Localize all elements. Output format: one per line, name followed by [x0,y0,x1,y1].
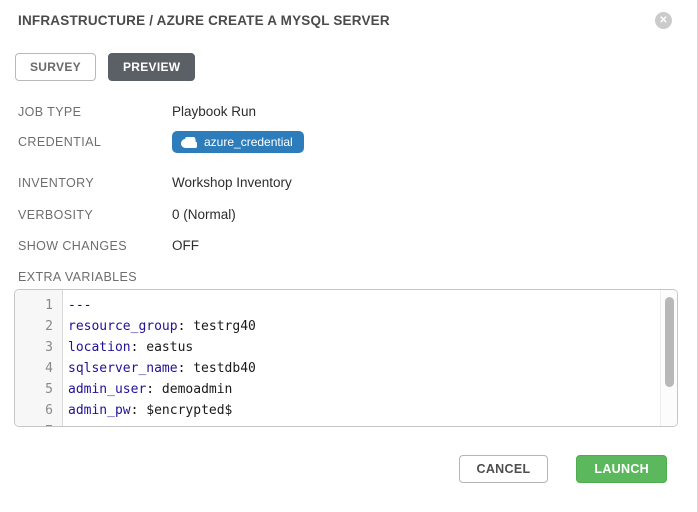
inventory-value: Workshop Inventory [172,175,292,190]
detail-row-credential: CREDENTIAL azure_credential [18,131,304,153]
extra-variables-label: EXTRA VARIABLES [18,270,138,284]
detail-row-inventory: INVENTORY Workshop Inventory [18,175,292,190]
code-line: 6 admin_pw: $encrypted$ [15,400,661,421]
code-line: 2 resource_group: testrg40 [15,316,661,337]
line-number: 5 [45,382,53,397]
detail-row-verbosity: VERBOSITY 0 (Normal) [18,207,236,222]
launch-button[interactable]: LAUNCH [576,455,667,483]
tab-survey[interactable]: SURVEY [15,53,96,81]
modal-footer: CANCEL LAUNCH [458,455,667,483]
show-changes-label: SHOW CHANGES [18,238,127,253]
credential-badge[interactable]: azure_credential [172,131,304,153]
verbosity-value: 0 (Normal) [172,207,236,222]
detail-row-job-type: JOB TYPE Playbook Run [18,104,256,119]
credential-badge-label: azure_credential [204,135,293,149]
editor-scrollbar-track[interactable] [660,290,677,426]
modal-title: INFRASTRUCTURE / AZURE CREATE A MYSQL SE… [18,13,390,28]
code-line: 7 [15,421,661,426]
line-number: 4 [45,361,53,376]
code-line: 5 admin_user: demoadmin [15,379,661,400]
tab-bar: SURVEY PREVIEW [15,53,196,81]
line-number: 2 [45,319,53,334]
job-type-label: JOB TYPE [18,104,82,119]
tab-preview[interactable]: PREVIEW [107,53,196,81]
code-line: 4 sqlserver_name: testdb40 [15,358,661,379]
credential-label: CREDENTIAL [18,135,102,149]
verbosity-label: VERBOSITY [18,207,94,222]
editor-scrollbar-thumb[interactable] [665,297,674,387]
extra-variables-editor[interactable]: 1 --- 2 resource_group: testrg40 3 locat… [14,289,678,427]
line-number: 6 [45,403,53,418]
inventory-label: INVENTORY [18,175,95,190]
line-number-gutter [15,290,63,426]
line-number: 7 [15,421,62,426]
line-number: 1 [45,298,53,313]
code-line: 3 location: eastus [15,337,661,358]
detail-row-show-changes: SHOW CHANGES OFF [18,238,199,253]
show-changes-value: OFF [172,238,199,253]
close-icon[interactable]: ✕ [655,12,672,29]
code-lines: 1 --- 2 resource_group: testrg40 3 locat… [15,290,661,426]
job-type-value: Playbook Run [172,104,257,119]
cancel-button[interactable]: CANCEL [458,455,549,483]
code-line: 1 --- [15,295,661,316]
cloud-icon [181,136,197,148]
line-number: 3 [45,340,53,355]
